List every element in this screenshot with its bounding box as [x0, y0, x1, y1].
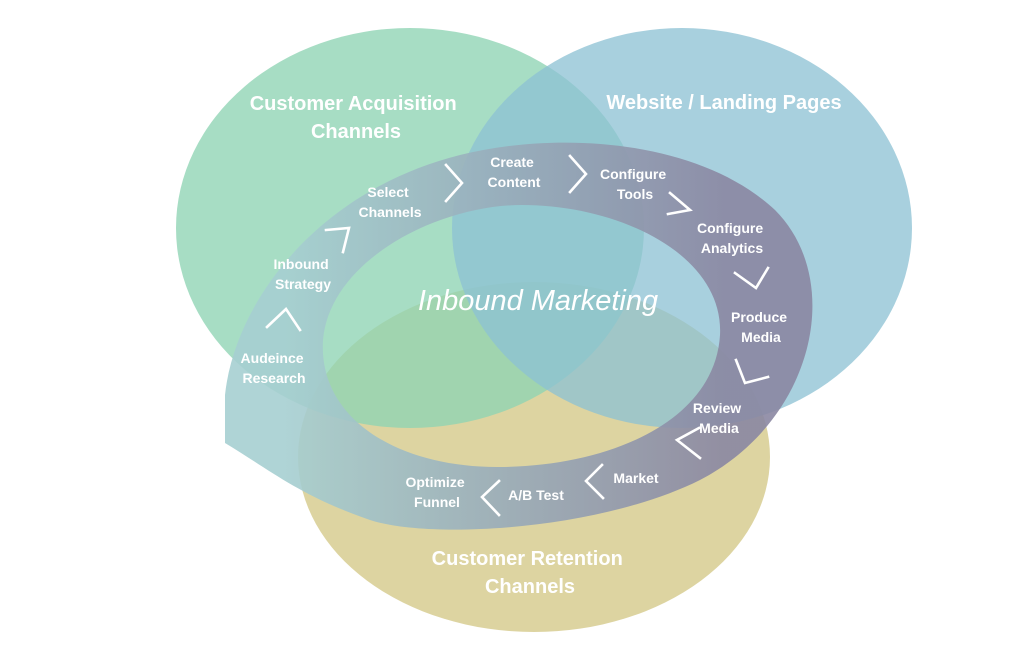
chevron-right-icon	[444, 163, 464, 203]
center-label: Inbound Marketing	[418, 285, 658, 317]
chevron-left-icon	[674, 426, 702, 460]
process-arrows	[265, 154, 770, 517]
step-review-media: Review Media	[693, 400, 745, 436]
chevron-right-icon	[265, 306, 302, 332]
step-configure-analytics: Configure Analytics	[697, 220, 767, 256]
step-configure-tools: Configure Tools	[600, 166, 670, 202]
process-ring	[225, 142, 813, 530]
step-inbound-strategy: Inbound Strategy	[273, 256, 332, 292]
circle-label-customer-retention: Customer Retention Channels	[432, 548, 629, 598]
chevron-down-icon	[734, 358, 770, 385]
chevron-down-icon	[733, 266, 770, 290]
chevron-right-icon	[568, 154, 588, 194]
process-steps: Audeince Research Inbound Strategy Selec…	[241, 154, 791, 510]
step-optimize-funnel: Optimize Funnel	[405, 474, 468, 510]
step-create-content: Create Content	[488, 154, 541, 190]
chevron-right-icon	[666, 191, 693, 216]
step-select-channels: Select Channels	[358, 184, 421, 220]
step-ab-test: A/B Test	[508, 487, 564, 503]
chevron-left-icon	[584, 463, 605, 500]
chevron-left-icon	[480, 479, 501, 517]
step-produce-media: Produce Media	[731, 309, 791, 345]
step-audience-research: Audeince Research	[241, 350, 308, 386]
circle-label-customer-acquisition: Customer Acquisition Channels	[250, 93, 463, 143]
chevron-right-icon	[324, 226, 351, 254]
circle-label-website-landing-pages: Website / Landing Pages	[606, 92, 841, 114]
step-market: Market	[613, 470, 658, 486]
